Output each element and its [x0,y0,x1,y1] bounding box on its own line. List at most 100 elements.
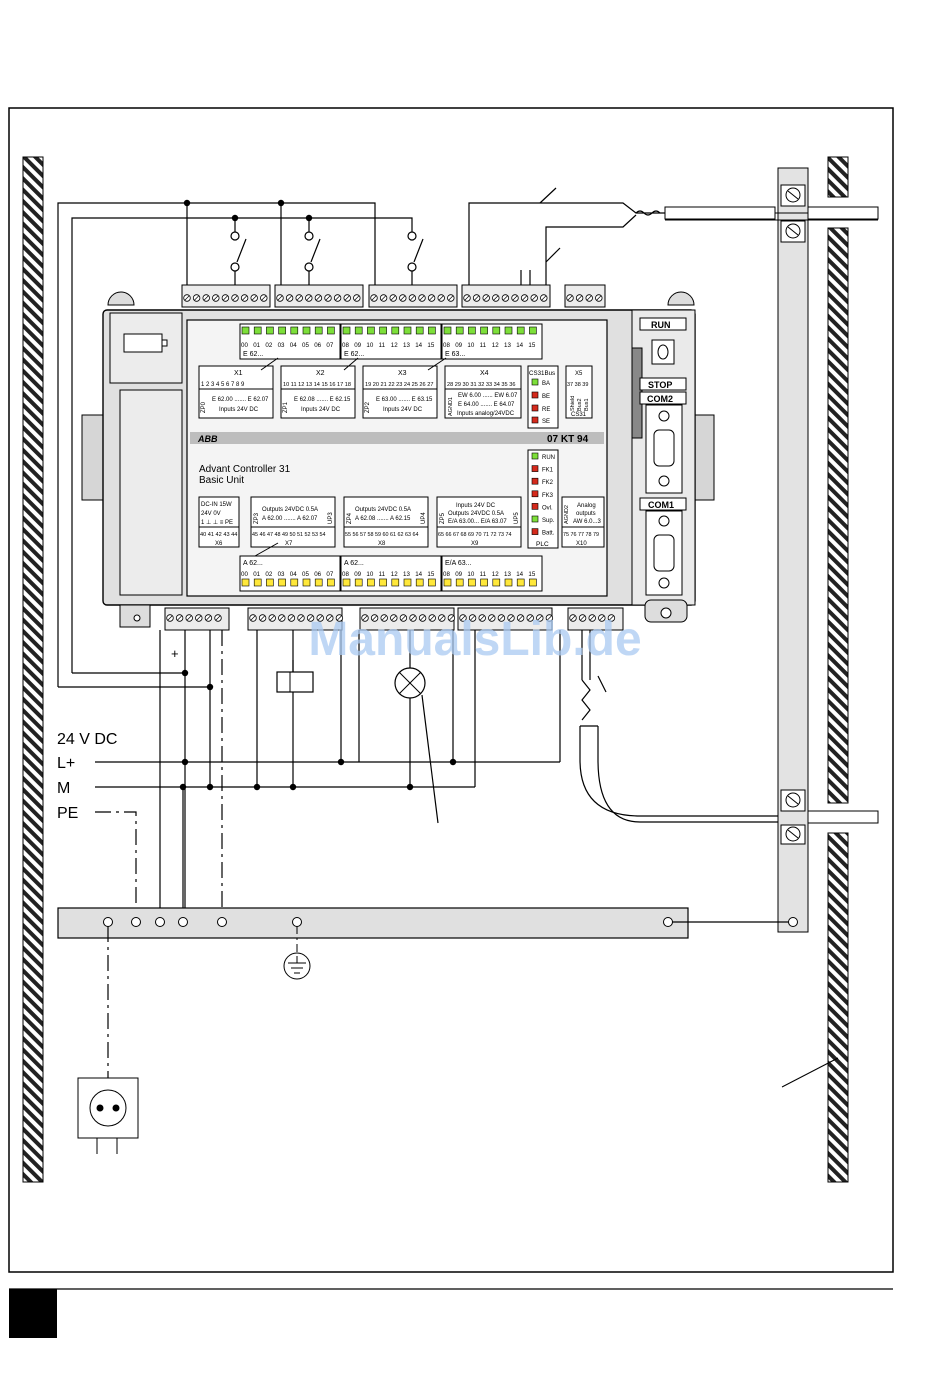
bottom-terminal-blocks [164,607,624,631]
run-stop-switch[interactable]: RUN STOP [639,317,687,391]
watermark: ManualsLib.de [308,613,641,666]
connector-x5: X5 37 38 39 Shield Bus2 Bus1 CS31 [565,365,593,419]
x3-pins: 19 20 21 22 23 24 25 26 27 [365,382,433,388]
hatched-rail-right-bottom [827,832,849,1183]
plus-marker: + [171,646,179,661]
status-led-label: RUN [542,455,555,461]
terminal-screw-slot [429,615,435,621]
terminal-screw-slot [390,295,396,301]
cs31-title: CS31Bus [529,370,555,377]
plc-label: PLC [536,541,549,548]
x1-side: ZP0 [201,401,207,413]
connector-x1: X1 1 2 3 4 5 6 7 8 9 ZP0 E 62.00 .......… [198,365,274,419]
output-led [302,578,311,587]
output-led-number: 12 [391,571,398,578]
input-led-number: 02 [265,342,272,349]
cs31-led-se: SE [542,419,550,425]
terminal-screw-slot [580,615,585,621]
connector-x6: DC-IN 15W 24V 0V 1 ⊥ ⊥ ≡ PE 40 41 42 43 … [198,496,240,548]
led-strip-top [239,323,543,360]
x4-pins: 28 29 30 31 32 33 34 35 36 [447,382,515,388]
terminal-screw-slot [372,615,377,621]
input-led [241,326,250,335]
terminal-screw-slot [489,615,495,621]
product-title-2: Basic Unit [199,475,244,486]
x7-side: ZP3 [254,512,260,524]
x5-bus2: Bus2 [577,398,583,411]
terminal-screw-slot [531,295,537,301]
terminal-screw-slot [261,295,267,301]
x5-desc: CS31 [571,412,587,418]
terminal-screw-slot [439,615,445,621]
terminal-screw-slot [541,295,547,301]
input-led [492,326,501,335]
input-led-number: 15 [427,342,434,349]
terminal-screw-slot [483,295,489,301]
terminal-screw-slot [570,615,576,621]
output-led-number: 05 [302,571,309,578]
terminal-screw-slot [325,295,331,301]
com1-port[interactable]: COM1 [639,497,687,596]
input-led-number: 11 [379,342,386,349]
x8-side2: UP4 [421,512,427,524]
terminal-screw-slot [420,615,425,621]
input-led-number: 13 [504,342,511,349]
terminal-screw-slot [410,295,415,301]
input-led [428,326,436,335]
output-led-number: 11 [379,571,386,578]
x7-line1: Outputs 24VDC 0.5A [262,507,318,513]
terminal-screw-slot [429,295,434,301]
output-led-number: 10 [366,571,373,578]
output-led [403,578,412,587]
output-led [504,578,513,587]
terminal-screw-slot [177,615,182,621]
com2-port[interactable]: COM2 [639,391,687,494]
terminal-screw-slot [308,615,313,621]
cable-clamp-top [664,184,879,243]
terminal-screw-slot [577,295,582,301]
input-led [529,326,537,335]
output-led [443,578,452,587]
hatched-rail-right-mid [827,227,849,804]
input-led [342,326,351,335]
x10-line3: AW 6.0...3 [573,519,601,525]
controller-callout-line-2 [343,357,359,371]
output-leds-bottom [241,578,537,587]
input-led-number: 06 [314,342,321,349]
x9-line2: Outputs 24VDC 0.5A [448,511,504,517]
input-led-number: 08 [443,342,450,349]
terminal-screw-slot [203,295,209,301]
status-led-label: Sup. [542,518,555,524]
terminal-screw-slot [470,615,475,621]
x6-pins: 40 41 42 43 44 [200,532,237,538]
x7-side2: UP3 [328,512,334,524]
lamp-symbol [394,667,426,699]
output-led [415,578,424,587]
supply-wiring [58,630,607,922]
x6-symbols: 1 ⊥ ⊥ ≡ PE [201,519,233,526]
terminal-screw-slot [223,295,228,301]
led-group-label-bottom-1: A 62... [243,560,263,567]
terminal-screw-slot [503,295,508,301]
terminal-screw-slot [250,615,256,621]
terminal-screw-slot [512,295,518,301]
input-led-number: 05 [302,342,309,349]
terminal-screw-slot [589,615,595,621]
terminal-screw-slot [184,295,190,301]
terminal-screw-slot [251,295,257,301]
input-led [455,326,464,335]
input-led-number: 10 [366,342,373,349]
x2-pins: 10 11 12 13 14 15 16 17 18 [283,382,351,388]
input-led-number: 12 [391,342,398,349]
terminal-screw-slot [448,295,454,301]
terminal-screw-slot [499,615,504,621]
x7-label: X7 [285,541,293,547]
terminal-screw-slot [232,295,238,301]
terminal-screw-slot [410,615,416,621]
terminal-screw-slot [306,295,312,301]
terminal-screw-slot [269,615,275,621]
x8-label: X8 [378,541,386,547]
wiring-junctions [183,199,313,222]
input-led [266,326,274,335]
input-led-number: 07 [326,342,333,349]
